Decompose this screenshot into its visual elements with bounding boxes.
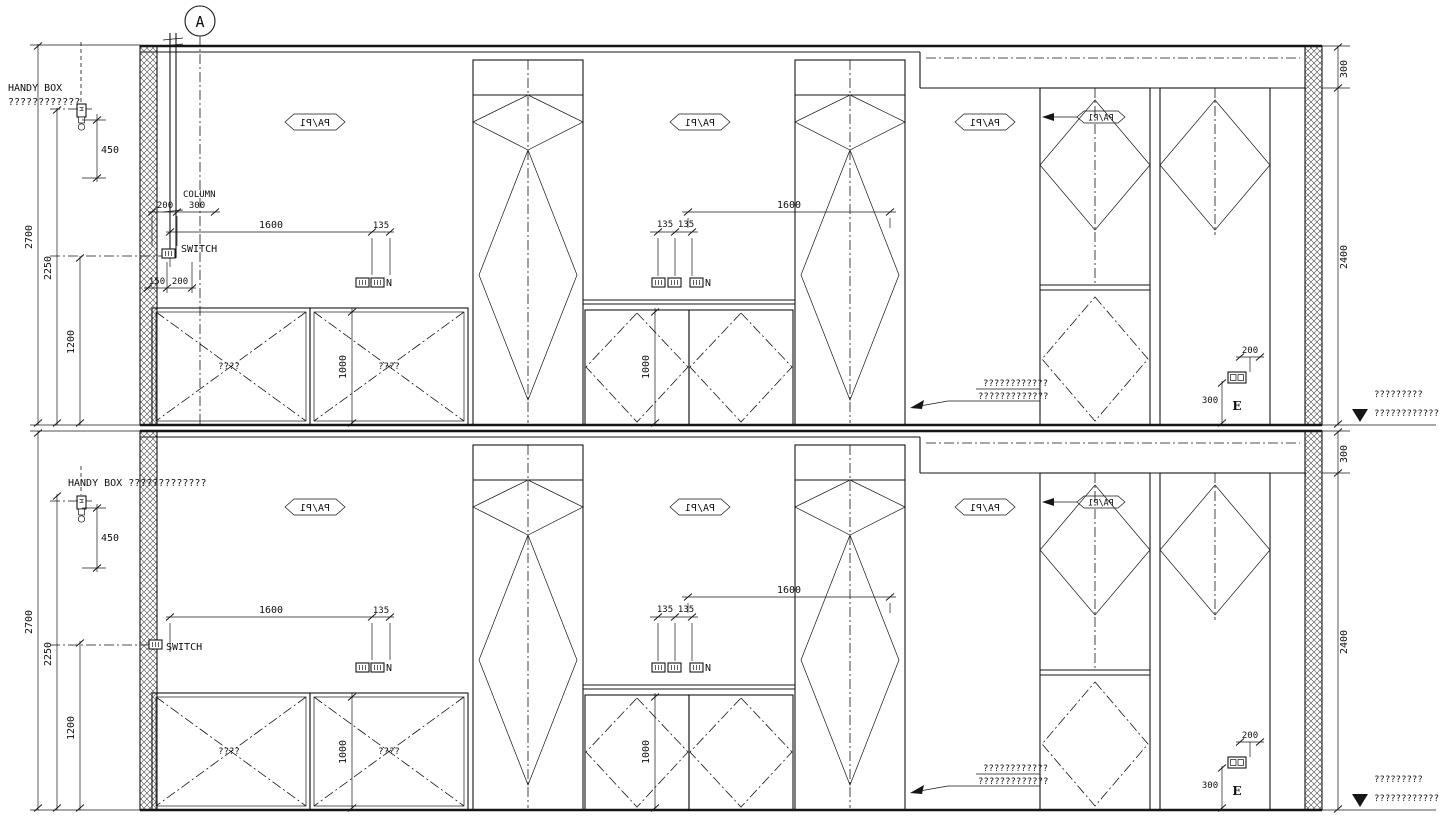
dim-1000: 1000 xyxy=(338,740,349,764)
handy-box-label: HANDY BOX xyxy=(8,83,62,94)
column-label: COLUMN xyxy=(183,190,216,200)
dim-300: 300 xyxy=(1202,396,1218,406)
panel-tag: PA/P1 xyxy=(970,118,1000,129)
dim-135: 135 xyxy=(678,220,694,230)
dim-1000: 1000 xyxy=(641,355,652,379)
neutral-label: N xyxy=(705,278,711,289)
switch-label: SWITCH xyxy=(166,642,202,653)
cabinet-label: ???? xyxy=(218,747,240,757)
panel-tag-small: PA/P1 xyxy=(1088,114,1114,124)
dim-1600: 1600 xyxy=(777,200,801,211)
dim-1000: 1000 xyxy=(338,355,349,379)
dim-150: 150 xyxy=(149,277,165,287)
emergency-label: E xyxy=(1232,399,1241,413)
dim-1000: 1000 xyxy=(641,740,652,764)
emergency-label: E xyxy=(1232,784,1241,798)
dim-300-band: 300 xyxy=(1339,445,1350,463)
dim-300-band: 300 xyxy=(1339,60,1350,78)
switch-symbol xyxy=(161,248,176,259)
cabinet-label: ???? xyxy=(378,747,400,757)
dim-135: 135 xyxy=(373,221,389,231)
note-text: ???????????? xyxy=(983,379,1048,389)
dim-1200: 1200 xyxy=(66,716,77,740)
dim-2400: 2400 xyxy=(1339,245,1350,269)
neutral-label: N xyxy=(386,663,392,674)
dim-450: 450 xyxy=(101,145,119,156)
panel-tag: PA/P1 xyxy=(300,503,330,514)
dim-135: 135 xyxy=(657,220,673,230)
panel-tag-small: PA/P1 xyxy=(1088,499,1114,509)
dim-135: 135 xyxy=(373,606,389,616)
level-note-text: ???????????? xyxy=(1374,409,1439,419)
dim-1200: 1200 xyxy=(66,330,77,354)
handy-box-note: ???????????? xyxy=(8,97,80,108)
dim-2700: 2700 xyxy=(24,610,35,634)
cabinet-label: ???? xyxy=(218,362,240,372)
grid-bubble-label: A xyxy=(195,13,204,31)
dim-1600: 1600 xyxy=(777,585,801,596)
switch-symbol xyxy=(148,639,163,650)
dim-2400: 2400 xyxy=(1339,630,1350,654)
dim-135: 135 xyxy=(678,605,694,615)
dim-2700: 2700 xyxy=(24,225,35,249)
annotations-top: A HANDY BOX ???????????? COLUMN 200 300 … xyxy=(8,5,220,427)
panel-tag: PA/P1 xyxy=(970,503,1000,514)
dim-300: 300 xyxy=(189,201,205,211)
dim-200: 200 xyxy=(172,277,188,287)
wall-elevation-bottom: PA/P1 PA/P1 PA/P1 PA/P1 N N 1600 135 135… xyxy=(30,429,1439,813)
annotations-bottom: HANDY BOX ????????????? SWITCH 2700 2250… xyxy=(24,429,206,812)
level-note-text: ????????? xyxy=(1374,775,1423,785)
dim-2250: 2250 xyxy=(43,256,54,280)
handy-box-label: HANDY BOX ????????????? xyxy=(68,478,206,489)
dim-2250: 2250 xyxy=(43,642,54,666)
dim-200: 200 xyxy=(157,201,173,211)
neutral-label: N xyxy=(386,278,392,289)
neutral-label: N xyxy=(705,663,711,674)
switch-label: SWITCH xyxy=(181,244,217,255)
panel-tag: PA/P1 xyxy=(685,118,715,129)
wall-geometry xyxy=(30,429,1436,813)
note-text: ???????????? xyxy=(983,764,1048,774)
dim-300: 300 xyxy=(1202,781,1218,791)
dim-135: 135 xyxy=(657,605,673,615)
handy-box-symbol xyxy=(76,495,87,523)
note-text: ????????????? xyxy=(978,777,1048,787)
dim-450: 450 xyxy=(101,533,119,544)
level-note-text: ????????? xyxy=(1374,390,1423,400)
level-note-text: ???????????? xyxy=(1374,794,1439,804)
dim-1600: 1600 xyxy=(259,605,283,616)
dim-200: 200 xyxy=(1242,346,1258,356)
wall-geometry xyxy=(30,44,1436,428)
dim-1600: 1600 xyxy=(259,220,283,231)
wall-elevation-top: PA/P1 PA/P1 PA/P1 PA/P1 N N 1600 135 135… xyxy=(30,44,1439,428)
dim-200: 200 xyxy=(1242,731,1258,741)
panel-tag: PA/P1 xyxy=(300,118,330,129)
panel-tag: PA/P1 xyxy=(685,503,715,514)
note-text: ????????????? xyxy=(978,392,1048,402)
cabinet-label: ???? xyxy=(378,362,400,372)
